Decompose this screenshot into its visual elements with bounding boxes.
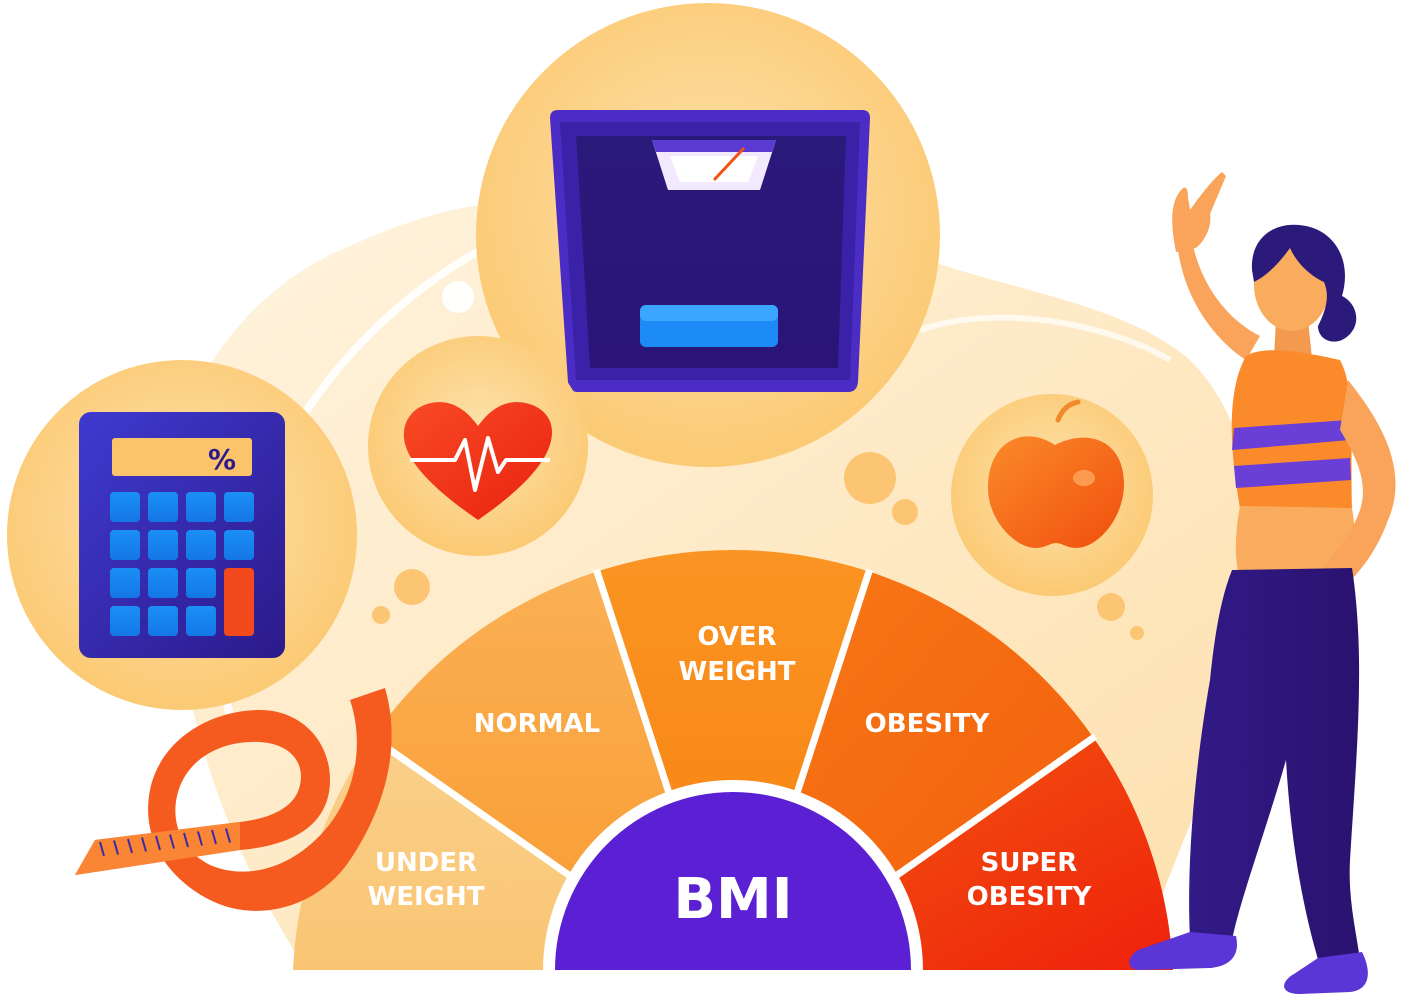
calculator-key [110,606,140,636]
tape-tick [211,829,217,845]
calculator-key [186,568,216,598]
tape-tick [169,834,175,849]
tape-tick [127,838,133,854]
tape-tick [99,841,105,857]
woman-pointing-figure [1129,172,1396,994]
background-swirl-2 [919,314,1172,363]
heart-pulse-icon [403,402,552,520]
calculator-key [224,492,254,522]
apple-icon [988,399,1124,548]
label-obesity: OBESITY [865,709,991,739]
calculator-bubble: % [7,360,357,710]
tape-tick [225,828,231,843]
bmi-gauge: UNDER WEIGHT NORMAL OVER WEIGHT OBESITY … [0,550,1424,1006]
label-super-obesity-line1: SUPER [981,848,1078,878]
calculator-display [112,438,252,476]
calculator-key [186,606,216,636]
tape-tick [183,832,189,848]
decor-dot [442,281,474,313]
label-overweight-line2: WEIGHT [679,657,796,687]
label-super-obesity-line2: OBESITY [967,882,1093,912]
calculator-display-text: % [208,443,236,476]
label-normal: NORMAL [474,709,600,739]
label-overweight-line1: OVER [697,622,776,652]
calculator-key [110,492,140,522]
calculator-key [110,568,140,598]
bmi-center-disc [555,792,911,970]
tape-tick [141,837,147,852]
calculator-key [148,530,178,560]
gauge-segment-overweight [597,550,869,990]
bmi-center-label: BMI [673,867,792,932]
label-underweight-line2: WEIGHT [368,882,485,912]
calculator-key [148,606,178,636]
gauge-base-mask [0,970,1424,1006]
apple-bubble [951,394,1153,596]
tape-tick [197,831,203,846]
calculator-key [186,492,216,522]
scale-bubble [476,3,940,467]
tape-tick [113,840,119,855]
calculator-key [186,530,216,560]
calculator-equals-key [224,568,254,636]
calculator-icon: % [79,412,285,658]
label-underweight-line1: UNDER [375,848,477,878]
weighing-scale-icon [550,110,870,392]
thought-dots [372,452,1144,640]
tape-tick [155,835,161,851]
calculator-key [148,568,178,598]
calculator-key [110,530,140,560]
measuring-tape-icon [75,688,392,911]
calculator-keypad [110,492,254,636]
calculator-key [148,492,178,522]
calculator-key [224,530,254,560]
heart-bubble [368,336,588,556]
